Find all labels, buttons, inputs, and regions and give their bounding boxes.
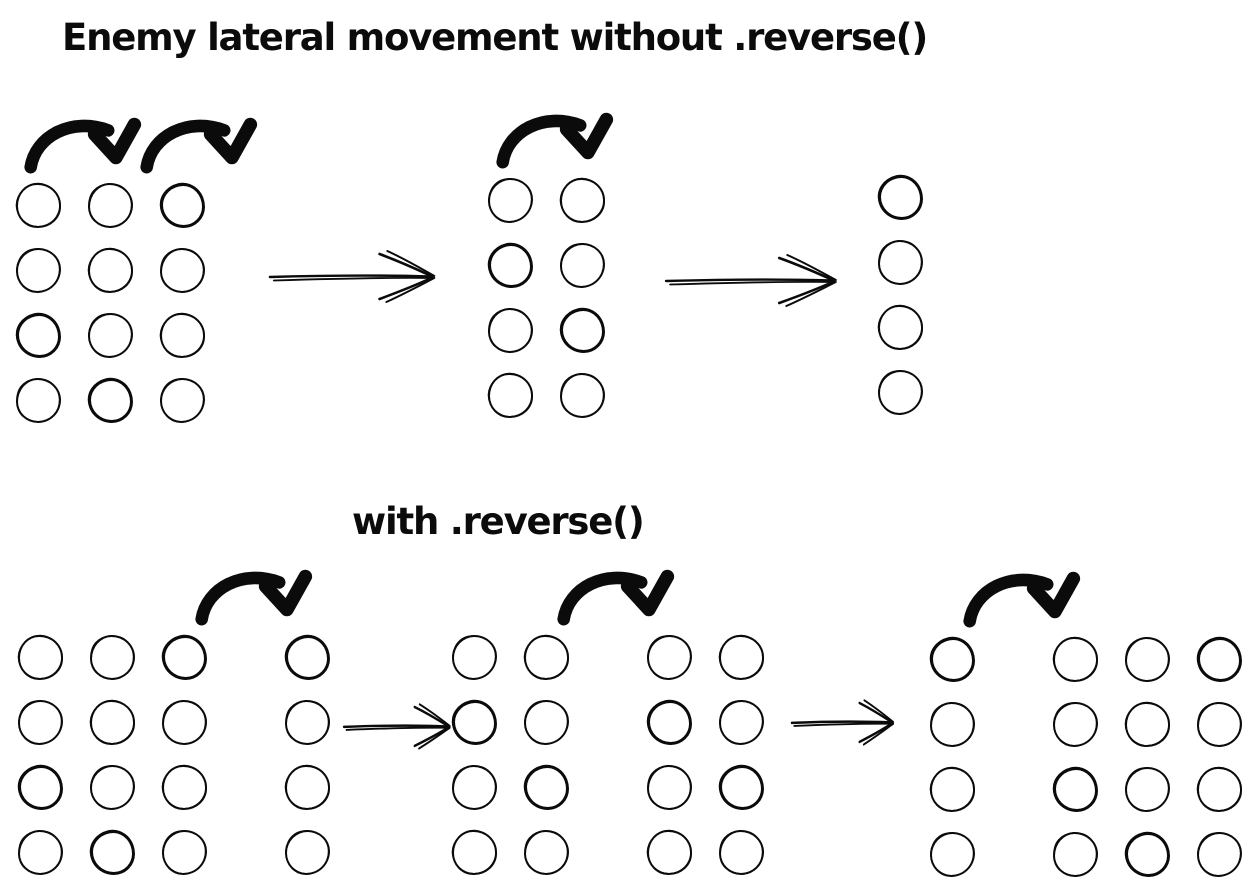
enemy-circle xyxy=(88,378,133,423)
enemy-circle xyxy=(162,830,207,875)
enemy-circle xyxy=(88,248,133,293)
enemy-circle xyxy=(452,830,497,875)
enemy-circle xyxy=(878,175,923,220)
enemy-circle xyxy=(719,635,764,680)
enemy-circle xyxy=(560,308,605,353)
enemy-column-block xyxy=(285,635,330,875)
enemy-circle xyxy=(560,243,605,288)
enemy-column-block xyxy=(647,635,764,875)
enemy-column-block xyxy=(1053,637,1242,877)
enemy-circle xyxy=(719,700,764,745)
curved-move-arrow xyxy=(495,112,613,169)
enemy-circle xyxy=(1053,637,1098,682)
enemy-column-block xyxy=(930,637,975,877)
enemy-circle xyxy=(1125,832,1170,877)
state-split-3-plus-1 xyxy=(18,561,330,875)
enemy-column-block xyxy=(16,183,205,423)
enemy-circle xyxy=(719,830,764,875)
enemy-circle xyxy=(1125,637,1170,682)
enemy-circle xyxy=(18,700,63,745)
enemy-circle xyxy=(88,313,133,358)
enemy-circle xyxy=(285,765,330,810)
enemy-circle xyxy=(162,700,207,745)
enemy-circle xyxy=(878,370,923,415)
enemy-circle xyxy=(90,700,135,745)
enemy-circle xyxy=(647,830,692,875)
curved-move-arrow xyxy=(195,569,313,626)
enemy-circle xyxy=(930,637,975,682)
bottom-section-title: with .reverse() xyxy=(352,500,645,543)
enemy-circle xyxy=(90,635,135,680)
enemy-circle xyxy=(1197,832,1242,877)
enemy-column-block xyxy=(488,178,605,418)
enemy-circle xyxy=(90,830,135,875)
enemy-circle xyxy=(452,765,497,810)
enemy-circle xyxy=(18,830,63,875)
curved-move-arrow xyxy=(557,569,675,626)
enemy-circle xyxy=(1125,767,1170,812)
enemy-circle xyxy=(488,373,533,418)
enemy-circle xyxy=(285,635,330,680)
enemy-circle xyxy=(488,178,533,223)
curved-move-arrow xyxy=(139,117,257,174)
enemy-column-block xyxy=(878,175,923,415)
enemy-circle xyxy=(488,243,533,288)
enemy-circle xyxy=(18,635,63,680)
enemy-circle xyxy=(1053,832,1098,877)
enemy-circle xyxy=(1125,702,1170,747)
enemy-circle xyxy=(162,635,207,680)
state-split-2-plus-2 xyxy=(452,561,764,875)
enemy-circle xyxy=(647,635,692,680)
enemy-circle xyxy=(1197,637,1242,682)
enemy-circle xyxy=(285,700,330,745)
enemy-circle xyxy=(930,702,975,747)
transition-arrow xyxy=(342,703,451,750)
enemy-circle xyxy=(560,373,605,418)
enemy-circle xyxy=(488,308,533,353)
transition-arrow xyxy=(790,699,895,746)
enemy-column-block xyxy=(452,635,569,875)
enemy-circle xyxy=(160,378,205,423)
enemy-circle xyxy=(524,765,569,810)
enemy-column-block xyxy=(18,635,207,875)
enemy-circle xyxy=(524,700,569,745)
top-section-title: Enemy lateral movement without .reverse(… xyxy=(62,16,928,59)
enemy-circle xyxy=(160,313,205,358)
enemy-circle xyxy=(16,378,61,423)
transition-arrow xyxy=(268,250,436,303)
enemy-circle xyxy=(160,183,205,228)
enemy-circle xyxy=(162,765,207,810)
curved-move-arrow xyxy=(963,571,1081,628)
curved-move-arrow xyxy=(23,117,141,174)
enemy-circle xyxy=(1053,702,1098,747)
enemy-circle xyxy=(524,830,569,875)
state-grid-2x4 xyxy=(488,104,613,418)
enemy-circle xyxy=(16,313,61,358)
transition-arrow xyxy=(664,254,837,307)
enemy-circle xyxy=(930,832,975,877)
enemy-circle xyxy=(90,765,135,810)
enemy-circle xyxy=(16,248,61,293)
enemy-circle xyxy=(524,635,569,680)
enemy-circle xyxy=(1197,767,1242,812)
state-split-1-plus-3 xyxy=(930,563,1242,877)
enemy-circle xyxy=(452,635,497,680)
enemy-circle xyxy=(1197,702,1242,747)
enemy-circle xyxy=(1053,767,1098,812)
enemy-circle xyxy=(647,700,692,745)
enemy-circle xyxy=(452,700,497,745)
enemy-circle xyxy=(16,183,61,228)
state-grid-1x4 xyxy=(878,101,923,415)
enemy-circle xyxy=(160,248,205,293)
enemy-circle xyxy=(647,765,692,810)
enemy-circle xyxy=(878,240,923,285)
enemy-circle xyxy=(930,767,975,812)
state-grid-3x4 xyxy=(16,109,257,423)
enemy-circle xyxy=(88,183,133,228)
enemy-circle xyxy=(560,178,605,223)
enemy-circle xyxy=(285,830,330,875)
enemy-circle xyxy=(18,765,63,810)
enemy-circle xyxy=(878,305,923,350)
enemy-circle xyxy=(719,765,764,810)
